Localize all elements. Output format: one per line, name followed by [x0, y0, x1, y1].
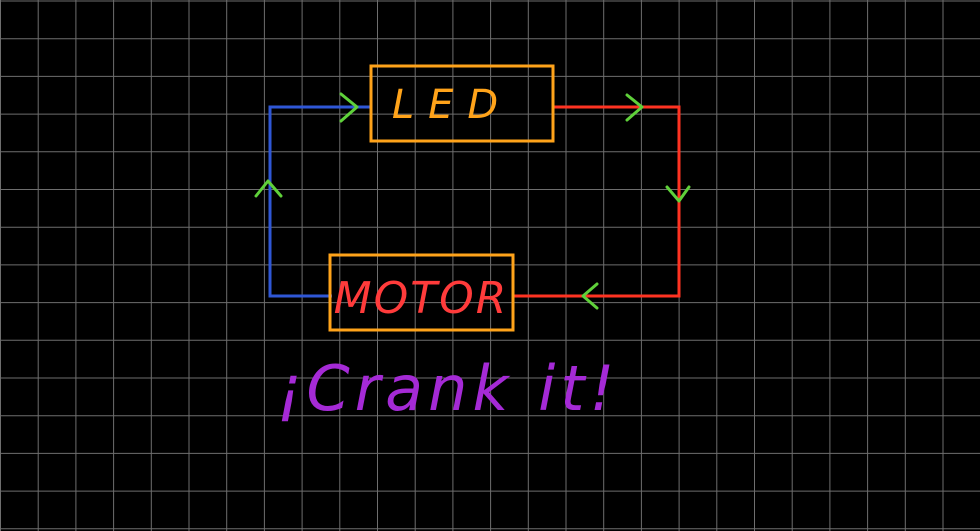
motor-component: MOTOR — [328, 253, 515, 332]
arrow-right-icon — [339, 92, 359, 123]
arrow-left-icon — [581, 282, 599, 310]
wire-motor-to-led — [268, 105, 372, 298]
led-component: LED — [369, 64, 555, 143]
arrow-down-icon — [665, 185, 691, 203]
caption-text: ¡Crank it! — [277, 352, 620, 425]
arrow-right-icon — [625, 93, 644, 122]
arrow-up-icon — [254, 179, 283, 198]
motor-label: MOTOR — [334, 273, 509, 324]
led-label: LED — [392, 82, 512, 128]
led-box — [369, 64, 555, 143]
motor-box — [328, 253, 515, 332]
